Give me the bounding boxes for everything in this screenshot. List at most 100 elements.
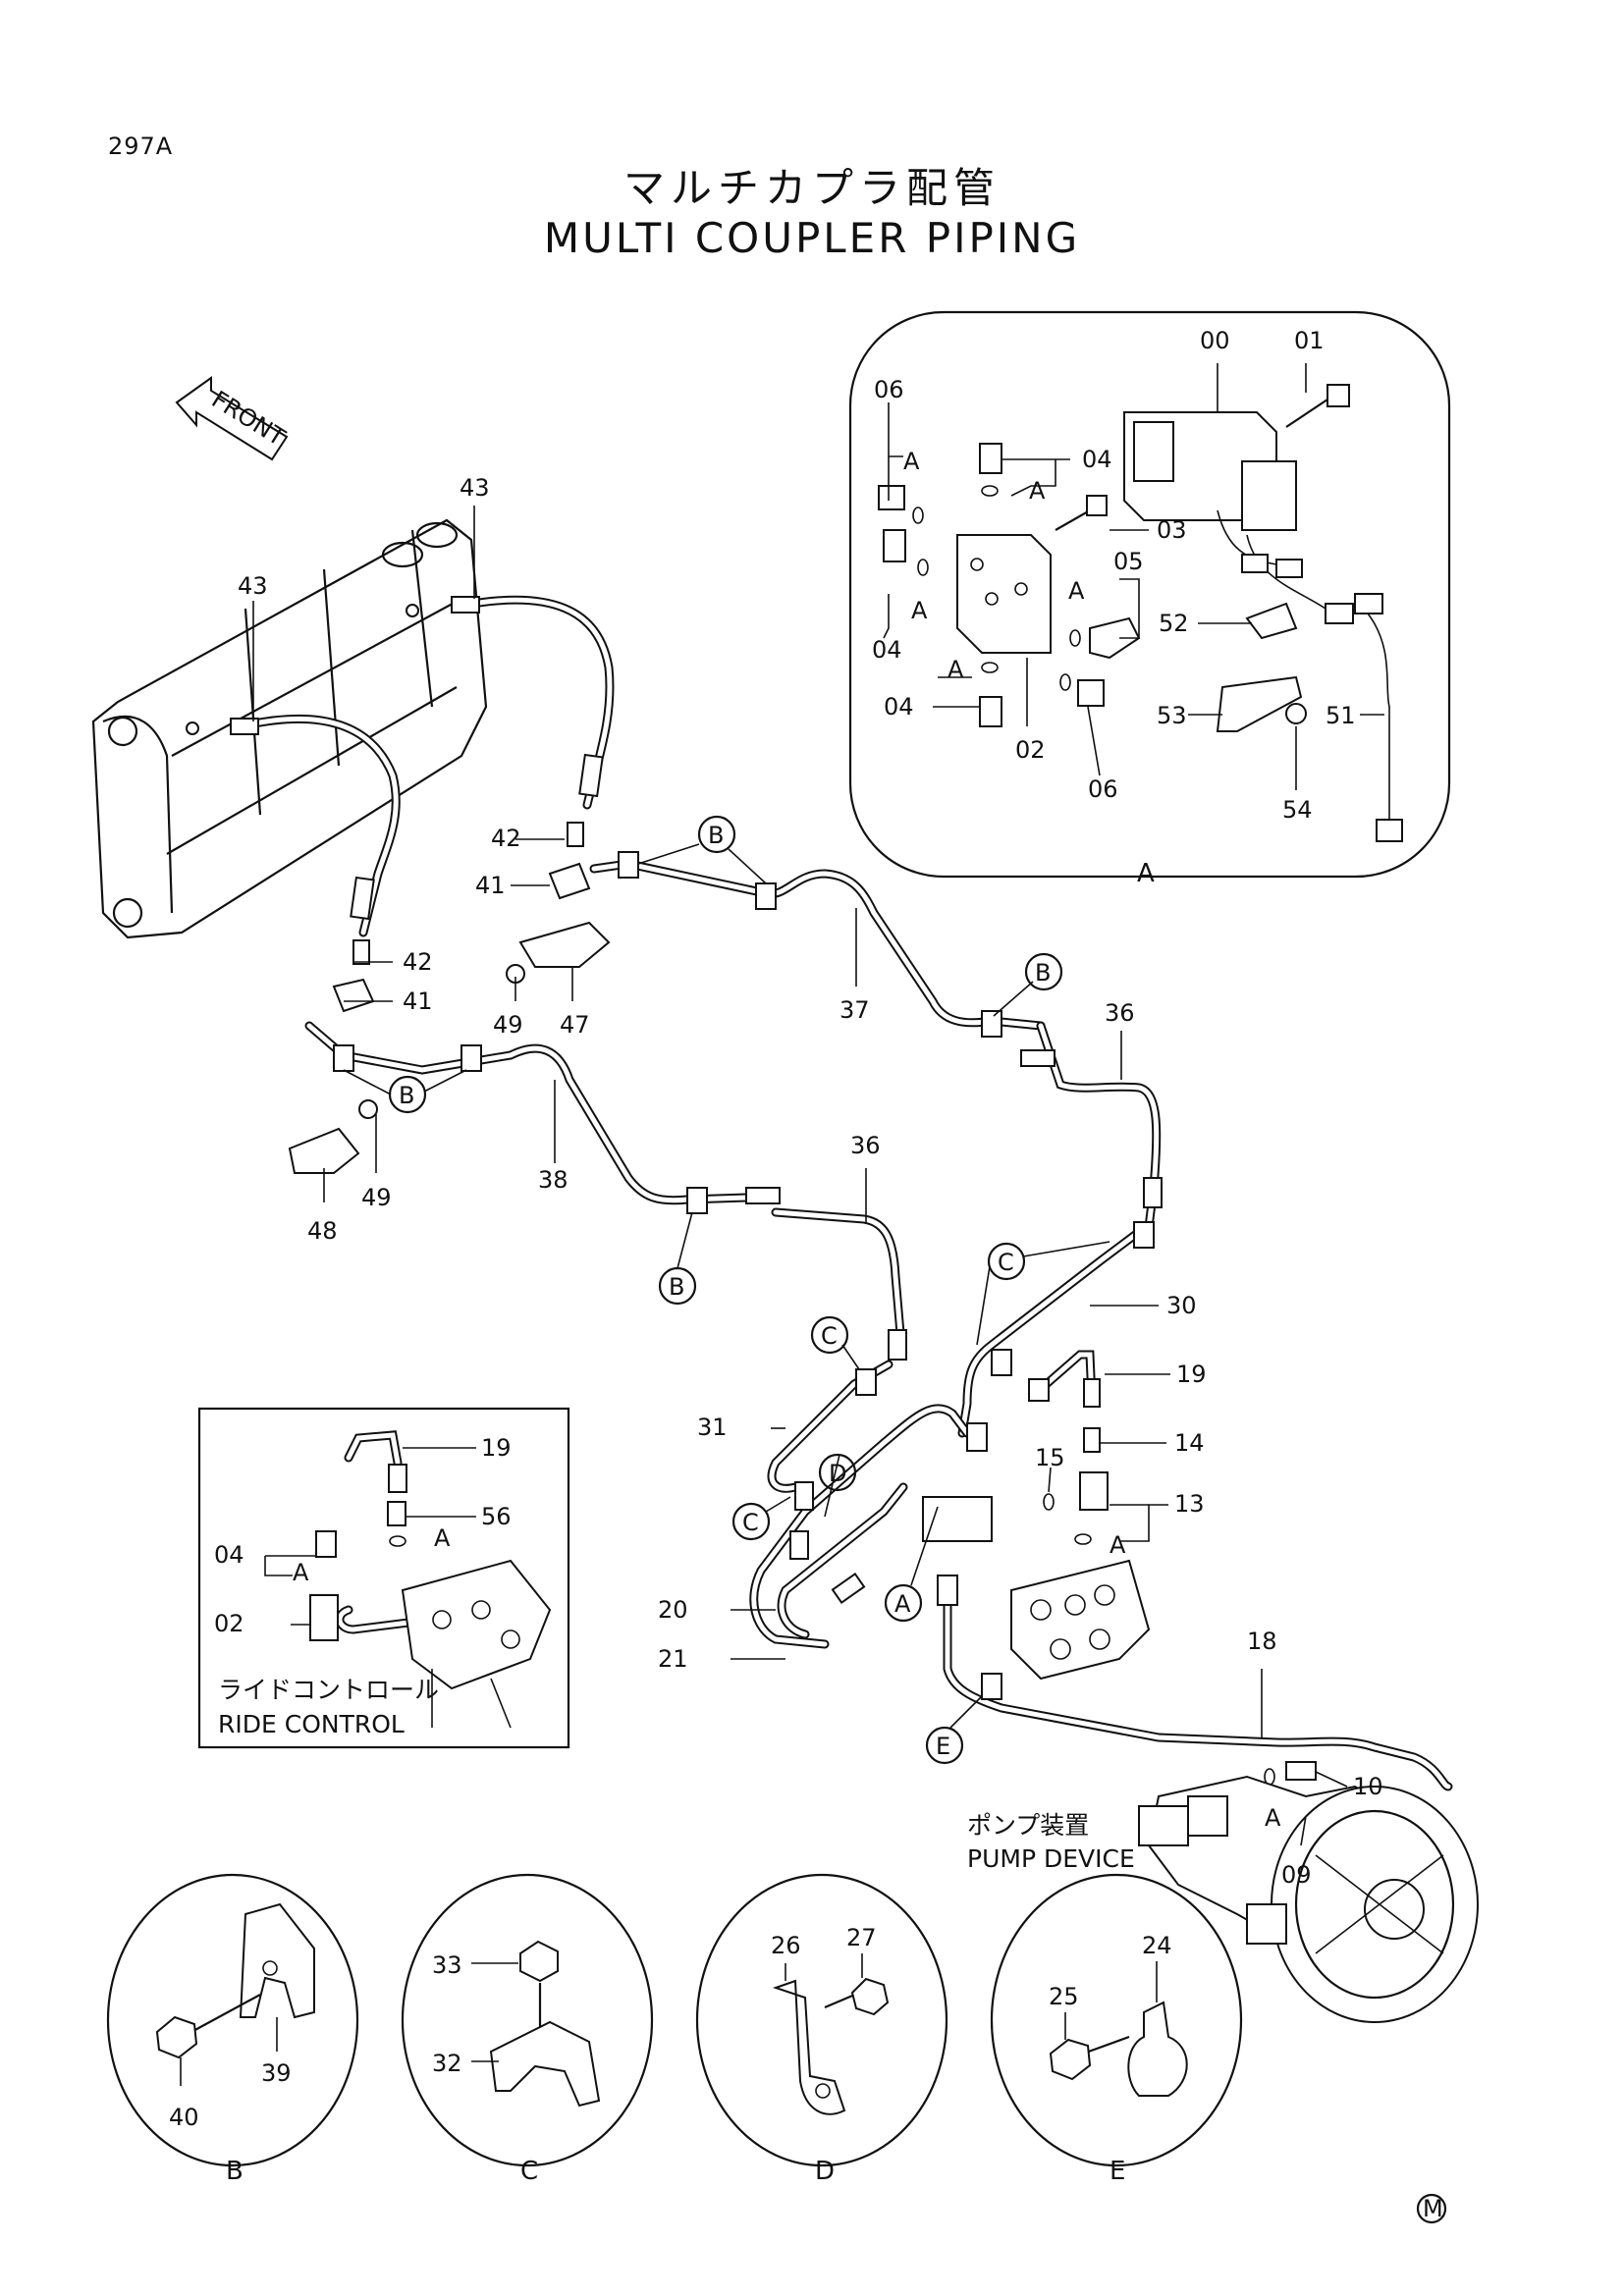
pump-device-en: PUMP DEVICE [967,1844,1135,1873]
part-04-label-c: 04 [884,693,914,721]
part-04-label-b: 04 [872,636,902,664]
ride-control-jp: ライドコントロール [218,1676,439,1704]
bracket-47-48 [288,921,611,1174]
section-e-label: E [1110,2157,1125,2186]
part-39-label: 39 [261,2059,292,2087]
part-31-label: 31 [697,1414,728,1441]
part-21-label: 21 [658,1645,688,1673]
part-43-label-a: 43 [460,474,490,502]
pipe-lines [304,859,1453,1791]
ride-control-en: RIDE CONTROL [218,1710,405,1738]
section-c-label: C [520,2157,538,2186]
part-33-label: 33 [432,1951,462,1979]
part-47-label: 47 [560,1011,590,1039]
part-41-label-b: 41 [403,988,433,1015]
part-38-label: 38 [538,1166,568,1194]
part-02-label-a: 02 [1015,736,1046,764]
title-japanese: マルチカプラ配管 [623,164,1001,212]
m-mark: M [1416,2193,1447,2224]
pipe-fittings [333,851,1320,1818]
part-36-label-b: 36 [850,1132,881,1159]
pump-seal-a-label: A [1265,1804,1281,1832]
page-number: 297A [108,133,174,160]
part-18-label: 18 [1247,1628,1277,1655]
seal-a-label-3: A [911,597,928,624]
callout-c-2: C [821,1322,838,1350]
part-02-label-ride: 02 [214,1610,244,1637]
title-english: MULTI COUPLER PIPING [543,214,1081,262]
part-42-label-b: 42 [403,948,433,976]
part-19-label-ride: 19 [481,1434,512,1462]
part-27-label: 27 [846,1924,877,1951]
section-detail-e: 25 24 E [990,1873,1243,2186]
part-51-label: 51 [1326,702,1356,729]
part-04-label-a: 04 [1082,446,1112,473]
leader-lines [252,506,1348,1846]
part-25-label: 25 [1049,1983,1079,2010]
part-54-label: 54 [1282,796,1313,824]
front-arrow: FRONT [175,376,290,461]
callout-b-2: B [1035,959,1051,987]
callout-b-4: B [669,1273,684,1301]
part-32-label: 32 [432,2050,462,2077]
callout-a-main: A [894,1590,911,1618]
part-10-label: 10 [1353,1773,1383,1800]
part-06-label-b: 06 [1088,775,1118,803]
part-06-label-a: 06 [874,376,904,403]
part-30-label: 30 [1166,1292,1197,1319]
part-00-label: 00 [1200,327,1230,354]
part-26-label: 26 [771,1932,801,1959]
ride-control-inset: A A ライドコントロール RIDE CONTROL [197,1407,570,1749]
part-43-label-b: 43 [238,572,268,600]
part-24-label: 24 [1142,1932,1172,1959]
callout-c-1: C [998,1249,1014,1276]
part-37-label: 37 [839,996,870,1024]
section-detail-c: 33 32 C [401,1873,654,2186]
part-09-label: 09 [1281,1861,1312,1889]
seal-a-label-1: A [903,448,920,475]
fittings-41-42 [332,822,591,1013]
circled-callouts: B B B B C C C D A E A A [343,815,1281,1832]
part-52-label: 52 [1159,610,1189,637]
m-mark-label: M [1423,2195,1443,2222]
hoses-43 [186,595,615,937]
detail-a-frame: A [848,310,1451,888]
callout-e-1: E [936,1733,950,1760]
ride-seal-a-label: A [293,1559,309,1586]
pump-device-jp: ポンプ装置 [967,1811,1089,1840]
part-19-label: 19 [1176,1361,1207,1388]
section-d-label: D [815,2157,835,2186]
callout-b-3: B [399,1082,414,1109]
section-detail-d: 27 26 D [695,1873,948,2186]
part-49-label-b: 49 [361,1184,392,1211]
seal-a-label-2: A [1029,477,1046,505]
part-36-label-a: 36 [1105,999,1135,1027]
seal-a-label-4: A [1068,577,1085,605]
part-56-label: 56 [481,1503,512,1530]
detail-a-parts: A A A A A [878,363,1403,842]
section-detail-b: 40 39 B [106,1873,359,2186]
part-15-label: 15 [1035,1444,1065,1471]
detail-a-labels: 00 01 06 04 03 05 04 52 04 02 06 53 51 5… [872,327,1356,824]
part-05-label: 05 [1113,548,1144,575]
seal-a-label-5: A [947,656,964,683]
control-valve [1010,1559,1151,1681]
part-04-label-ride: 04 [214,1541,244,1569]
part-41-label-a: 41 [475,872,506,899]
callout-b-1: B [708,822,724,849]
section-b-label: B [226,2157,244,2186]
part-53-label: 53 [1157,702,1187,729]
part-40-label: 40 [169,2104,199,2131]
detail-a-label: A [1137,859,1155,888]
part-20-label: 20 [658,1596,688,1624]
pump-device [1138,1775,1479,2023]
part-01-label: 01 [1294,327,1325,354]
part-48-label: 48 [307,1217,338,1245]
part-03-label: 03 [1157,516,1187,544]
main-labels: 43 43 42 41 42 41 47 49 37 36 38 49 48 3… [238,474,1383,1889]
part-42-label-a: 42 [491,825,521,852]
callout-c-3: C [742,1509,759,1536]
part-13-label: 13 [1174,1490,1205,1518]
part-14-label: 14 [1174,1429,1205,1457]
